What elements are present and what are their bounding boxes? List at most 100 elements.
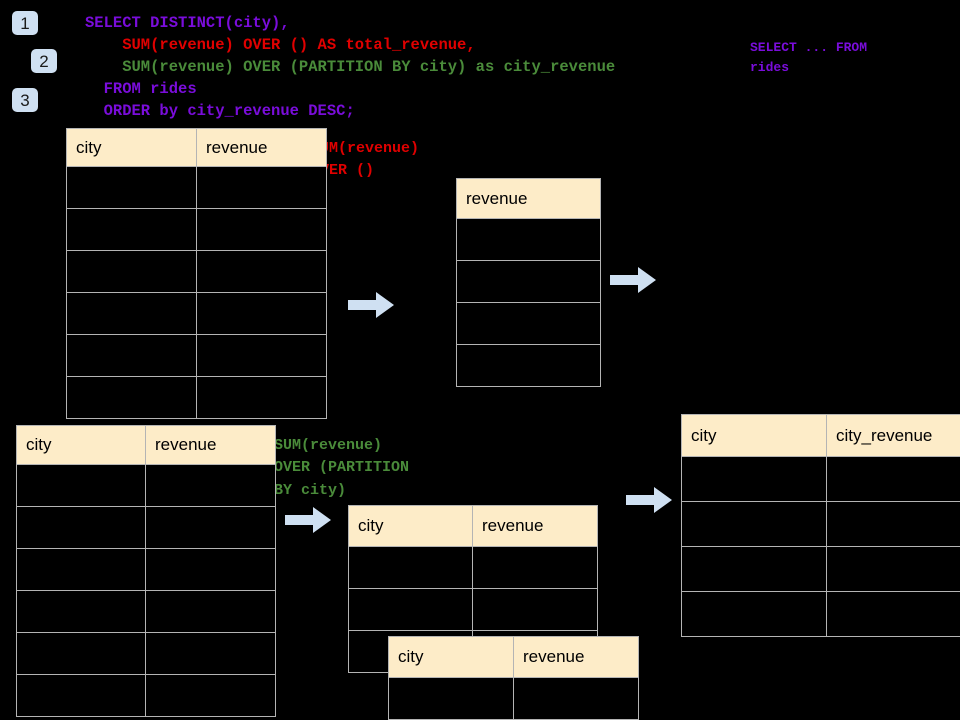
partition-group-table-front: city revenue xyxy=(388,636,639,720)
cell-city-revenue xyxy=(826,501,960,547)
table-row xyxy=(388,677,639,720)
flow-arrow-4 xyxy=(626,487,672,513)
table-row xyxy=(16,590,276,633)
cell-revenue xyxy=(145,674,276,717)
step-badge-2: 2 xyxy=(31,49,57,73)
column-header-city: city xyxy=(16,425,146,465)
table-row xyxy=(681,456,960,502)
cell-city xyxy=(66,292,197,335)
cell-city xyxy=(66,376,197,419)
column-header-city-revenue: city_revenue xyxy=(826,414,960,457)
cell-revenue xyxy=(145,506,276,549)
step-badge-1-label: 1 xyxy=(20,13,30,33)
table-header-row: city revenue xyxy=(388,636,639,678)
table-row xyxy=(66,334,327,377)
rides-source-table-top: city revenue xyxy=(66,128,327,419)
table-row xyxy=(66,250,327,293)
table-row xyxy=(348,546,598,589)
cell-city xyxy=(388,677,514,720)
cell-city-revenue xyxy=(826,456,960,502)
cell-revenue xyxy=(513,677,639,720)
cell-revenue xyxy=(472,588,598,631)
table-row xyxy=(66,292,327,335)
column-header-city: city xyxy=(681,414,827,457)
sql-line-total-revenue: SUM(revenue) OVER () AS total_revenue, xyxy=(85,36,476,54)
cell-city xyxy=(16,590,146,633)
cell-city xyxy=(348,588,473,631)
table-row xyxy=(66,376,327,419)
rides-source-table-bottom: city revenue xyxy=(16,425,276,717)
column-header-city: city xyxy=(66,128,197,167)
column-header-revenue: revenue xyxy=(513,636,639,678)
column-header-revenue: revenue xyxy=(456,178,601,219)
table-row xyxy=(16,506,276,549)
table-header-row: city city_revenue xyxy=(681,414,960,457)
table-header-row: city revenue xyxy=(16,425,276,465)
cell-city xyxy=(16,464,146,507)
flow-arrow-2 xyxy=(610,267,656,293)
cell-city xyxy=(681,591,827,637)
annotation-total-revenue: SUM(revenue) OVER () xyxy=(311,140,420,180)
column-header-city: city xyxy=(388,636,514,678)
sql-line-from-rides: FROM rides xyxy=(85,80,197,98)
table-row xyxy=(16,674,276,717)
column-header-city: city xyxy=(348,505,473,547)
cell-city xyxy=(66,250,197,293)
cell-city-revenue xyxy=(826,591,960,637)
step-badge-3: 3 xyxy=(12,88,38,112)
cell-city xyxy=(66,208,197,251)
side-note-select-from: SELECT ... FROM xyxy=(750,40,868,55)
flow-arrow-1 xyxy=(348,292,394,318)
step-badge-1: 1 xyxy=(12,11,38,35)
table-row xyxy=(681,546,960,592)
side-note-rides: rides xyxy=(750,60,790,75)
cell-city xyxy=(66,166,197,209)
cell-city xyxy=(348,546,473,589)
cell-revenue xyxy=(145,590,276,633)
table-header-row: city revenue xyxy=(66,128,327,167)
cell-revenue xyxy=(145,632,276,675)
annotation-partition-by-city: SUM(revenue) OVER (PARTITION BY city) xyxy=(274,437,410,499)
table-row xyxy=(16,464,276,507)
column-header-revenue: revenue xyxy=(145,425,276,465)
table-row xyxy=(66,166,327,209)
table-row xyxy=(681,501,960,547)
step-badge-3-label: 3 xyxy=(20,90,30,110)
cell-revenue xyxy=(456,218,601,261)
cell-city xyxy=(16,548,146,591)
cell-revenue xyxy=(456,344,601,387)
table-row xyxy=(16,632,276,675)
cell-city xyxy=(681,456,827,502)
cell-revenue xyxy=(196,334,327,377)
sql-line-select-distinct: SELECT DISTINCT(city), xyxy=(85,14,290,32)
cell-city xyxy=(16,506,146,549)
table-row xyxy=(348,588,598,631)
column-header-revenue: revenue xyxy=(472,505,598,547)
cell-city-revenue xyxy=(826,546,960,592)
cell-revenue xyxy=(456,260,601,303)
cell-revenue xyxy=(456,302,601,345)
cell-revenue xyxy=(145,548,276,591)
cell-city xyxy=(66,334,197,377)
cell-revenue xyxy=(196,166,327,209)
cell-city xyxy=(16,674,146,717)
cell-revenue xyxy=(196,376,327,419)
total-revenue-table: revenue xyxy=(456,178,601,387)
table-row xyxy=(456,218,601,261)
table-row xyxy=(681,591,960,637)
sql-line-city-revenue: SUM(revenue) OVER (PARTITION BY city) as… xyxy=(85,58,616,76)
table-row xyxy=(16,548,276,591)
step-badge-2-label: 2 xyxy=(39,51,49,71)
cell-revenue xyxy=(472,546,598,589)
column-header-revenue: revenue xyxy=(196,128,327,167)
table-row xyxy=(456,260,601,303)
cell-city xyxy=(681,546,827,592)
city-revenue-result-table: city city_revenue xyxy=(681,414,960,637)
table-row xyxy=(456,302,601,345)
table-row xyxy=(66,208,327,251)
flow-arrow-3 xyxy=(285,507,331,533)
cell-city xyxy=(16,632,146,675)
cell-revenue xyxy=(145,464,276,507)
cell-revenue xyxy=(196,208,327,251)
